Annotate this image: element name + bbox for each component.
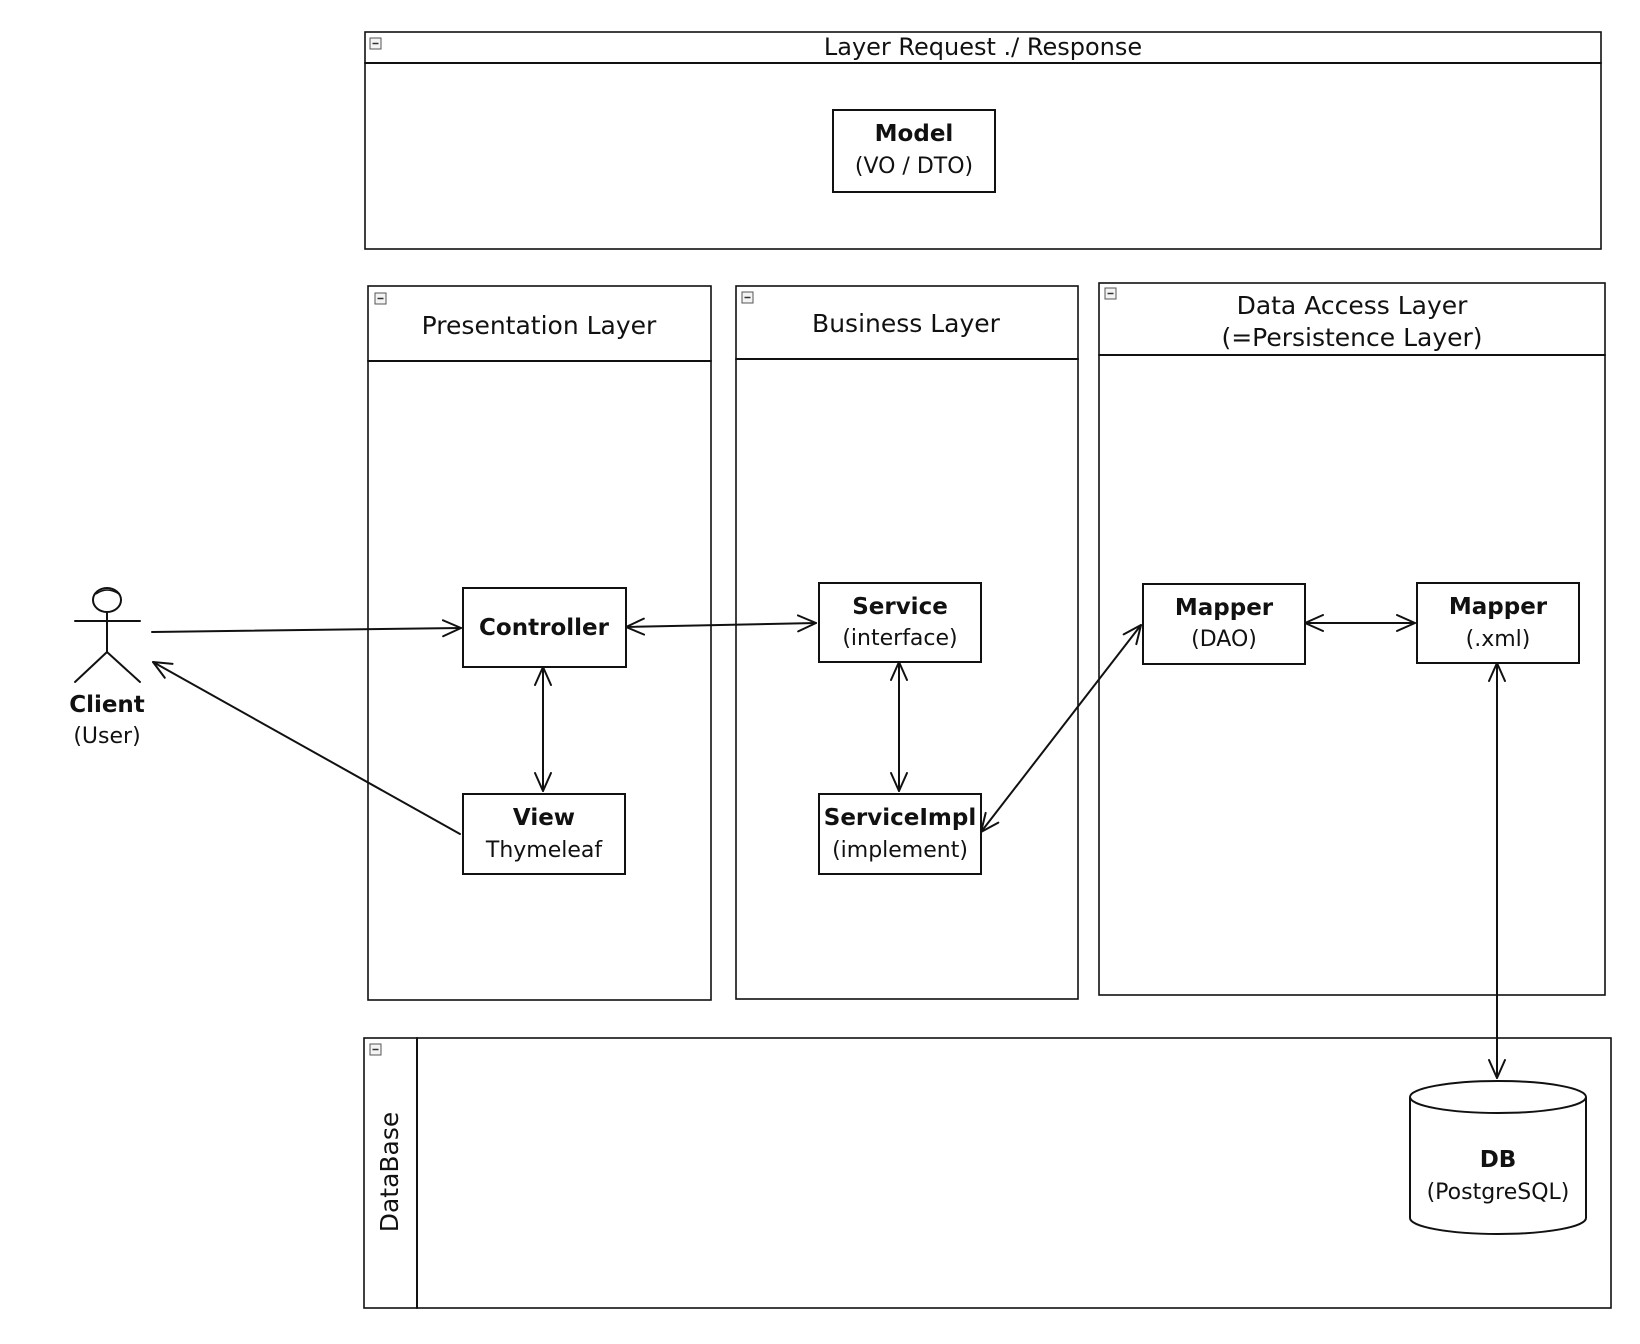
node-title: Controller	[479, 615, 610, 641]
collapse-icon[interactable]	[374, 292, 387, 305]
container-database: DataBase	[363, 1037, 1612, 1309]
node-db[interactable]: DB (PostgreSQL)	[1409, 1080, 1587, 1235]
node-subtitle: (DAO)	[1191, 627, 1257, 652]
container-title-line2: (=Persistence Layer)	[1221, 323, 1482, 352]
collapse-icon[interactable]	[369, 37, 382, 50]
edge-view-client	[152, 661, 461, 835]
node-subtitle: (implement)	[832, 838, 968, 863]
client-actor[interactable]: Client (User)	[69, 587, 145, 749]
container-request-response: Layer Request ./ Response	[364, 31, 1602, 250]
db-cylinder-top	[1409, 1080, 1587, 1114]
node-subtitle: (.xml)	[1466, 627, 1531, 652]
edges	[151, 614, 1506, 1079]
container-title: DataBase	[375, 1112, 404, 1233]
collapse-icon[interactable]	[741, 291, 754, 304]
node-title: DB	[1480, 1147, 1517, 1173]
node-model[interactable]: Model (VO / DTO)	[832, 109, 996, 193]
node-subtitle: Thymeleaf	[485, 838, 603, 863]
node-view[interactable]: View Thymeleaf	[462, 793, 626, 875]
container-frame	[363, 1037, 1612, 1309]
node-mapper-dao[interactable]: Mapper (DAO)	[1142, 583, 1306, 665]
node-mapper-xml[interactable]: Mapper (.xml)	[1416, 582, 1580, 664]
edge-serviceimpl-mapper-dao	[980, 624, 1142, 833]
node-title: Mapper	[1175, 595, 1274, 621]
container-title: Business Layer	[812, 309, 1001, 338]
collapse-icon[interactable]	[369, 1043, 382, 1056]
node-subtitle: (VO / DTO)	[855, 154, 973, 179]
collapse-icon[interactable]	[1104, 287, 1117, 300]
edge-client-controller	[151, 619, 462, 638]
container-title: Layer Request ./ Response	[824, 33, 1142, 61]
edge-controller-service	[625, 614, 817, 636]
node-subtitle: (interface)	[842, 626, 957, 651]
container-title: Presentation Layer	[422, 311, 657, 340]
container-title-line1: Data Access Layer	[1237, 291, 1469, 320]
node-title: View	[513, 805, 575, 831]
node-title: ServiceImpl	[824, 805, 977, 831]
node-serviceimpl[interactable]: ServiceImpl (implement)	[818, 793, 982, 875]
node-title: Mapper	[1449, 594, 1548, 620]
client-title: Client	[69, 692, 145, 718]
node-title: Service	[852, 594, 948, 620]
client-subtitle: (User)	[73, 724, 140, 749]
node-subtitle: (PostgreSQL)	[1427, 1180, 1570, 1205]
node-title: Model	[875, 121, 954, 147]
node-service[interactable]: Service (interface)	[818, 582, 982, 663]
node-controller[interactable]: Controller	[462, 587, 627, 668]
db-cylinder-body	[1409, 1097, 1587, 1235]
person-icon	[74, 587, 141, 683]
